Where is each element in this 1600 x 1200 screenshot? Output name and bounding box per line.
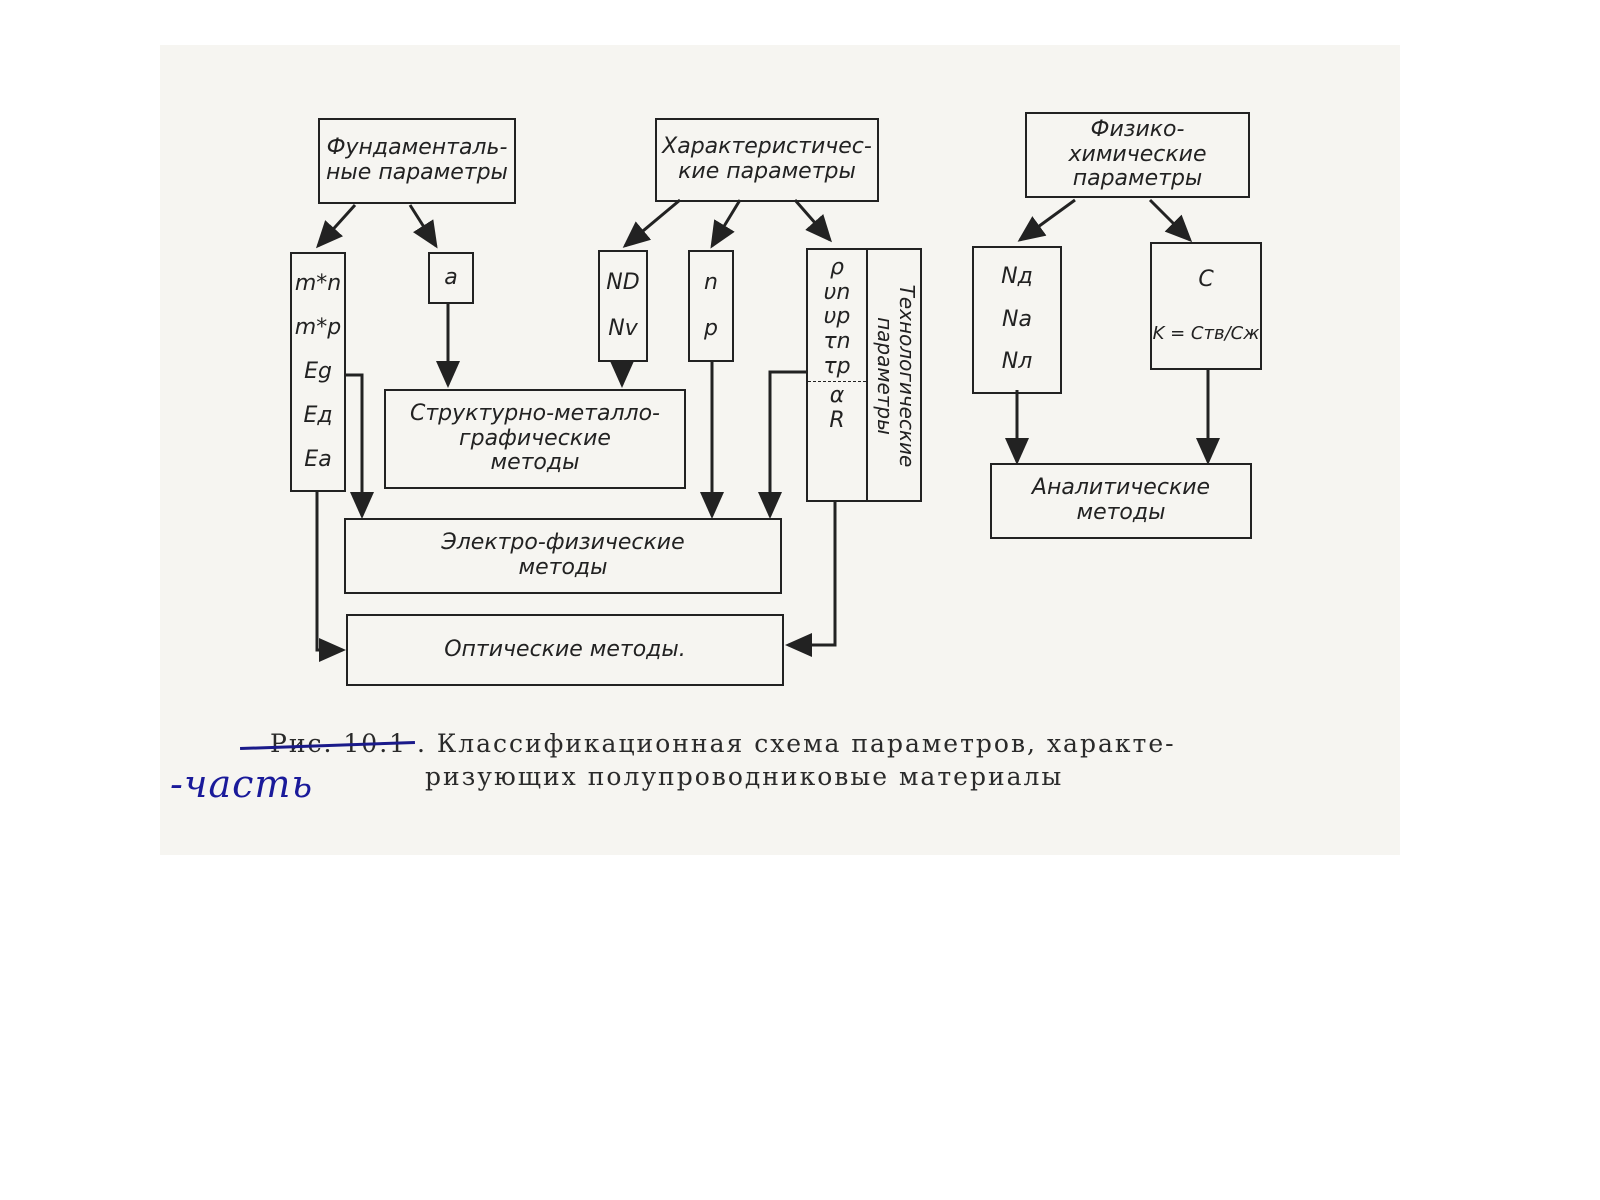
box-fundamental-parameters: Фундаменталь- ные параметры [318,118,516,204]
divider [808,381,866,383]
box-a: a [428,252,474,304]
arrow-char-to-np [710,199,742,249]
param-eg: Eg [304,358,332,384]
scanned-page [160,45,1400,855]
param-nv: Nv [608,315,638,341]
param-rho: ρ [830,255,844,280]
param-nd2: Nд [1001,264,1033,290]
param-mn: m*n [294,270,342,296]
arrow-char-to-nd [622,198,681,248]
arrow-fund-to-optical [315,490,346,662]
param-p: p [704,315,718,341]
param-ea: Ea [304,446,332,472]
arrow-rho-to-optical [785,500,837,657]
figure-number: Рис. 10.1 [240,729,417,758]
box-nd-nv: ND Nv [598,250,648,362]
param-na: Na [1002,306,1032,332]
param-alpha: α [829,383,845,409]
box-n-p: n p [688,250,734,362]
param-ed: Eд [303,402,333,428]
param-tp: τp [823,353,851,379]
param-nd: ND [606,269,640,295]
box-optical-methods: Оптические методы. [346,614,784,686]
param-mp: m*p [294,314,342,340]
arrow-fund-to-a [408,204,438,249]
technological-parameters-label: Технологические параметры [873,284,919,468]
param-n: n [704,269,718,295]
box-structural-methods: Структурно-металло- графические методы [384,389,686,489]
box-physicochemical-parameters: Физико-химические параметры [1025,112,1250,198]
arrow-rho-to-electro [758,370,808,519]
param-c: C [1198,266,1214,292]
figure-caption: Рис. 10.1 . Классификационная схема пара… [240,728,1290,793]
box-c-k: C K = Cтв/Cж [1150,242,1262,370]
param-k: K = Cтв/Cж [1152,323,1260,345]
param-up: υp [823,304,851,330]
arrow-char-to-rho [793,199,832,243]
box-characteristic-parameters: Характеристичес- кие параметры [655,118,879,202]
param-r: R [829,407,845,433]
box-analytical-methods: Аналитические методы [990,463,1252,539]
param-un: υn [823,279,851,305]
handwritten-note: -часть [170,762,314,806]
param-tn: τn [823,328,851,354]
caption-line-2: ризующих полупроводниковые материалы [425,761,1064,791]
box-fundamental-list: m*n m*p Eg Eд Ea [290,252,346,492]
param-nl: Nл [1001,349,1033,375]
arrow-fund-to-electro [345,373,374,519]
arrow-phys-to-c [1148,198,1193,243]
arrow-fund-to-list [315,203,357,249]
box-rho-list: ρ υn υp τn τp α R [806,248,868,502]
box-nd-na-nl: Nд Na Nл [972,246,1062,394]
arrow-phys-to-na [1017,198,1076,242]
box-technological-column [866,248,922,502]
box-electrophysical-methods: Электро-физические методы [344,518,782,594]
caption-line-1: . Классификационная схема параметров, ха… [417,729,1176,758]
